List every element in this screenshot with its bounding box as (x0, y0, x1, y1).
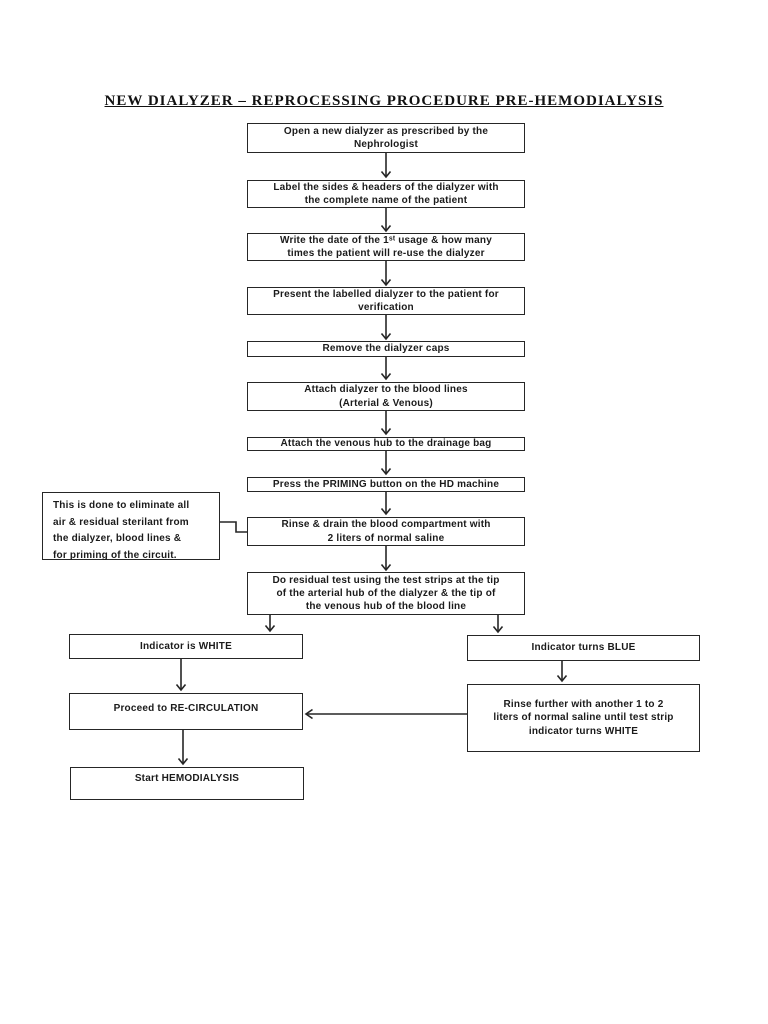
step-label: Write the date of the 1ˢᵗ usage & how ma… (280, 234, 492, 259)
step-indicator-blue: Indicator turns BLUE (467, 635, 700, 661)
step-open-dialyzer: Open a new dialyzer as prescribed by the… (247, 123, 525, 153)
step-label: Present the labelled dialyzer to the pat… (273, 288, 499, 313)
step-label: Press the PRIMING button on the HD machi… (272, 478, 500, 490)
arrowhead-down (380, 332, 392, 341)
note-text: This is done to eliminate all air & resi… (53, 500, 190, 561)
arrowhead-down (380, 278, 392, 287)
step-press-priming: Press the PRIMING button on the HD machi… (247, 477, 525, 492)
step-label: Remove the dialyzer caps (322, 343, 450, 355)
page-title: NEW DIALYZER – REPROCESSING PROCEDURE PR… (104, 93, 664, 109)
arrowhead-down (264, 624, 276, 633)
arrowhead-left (304, 708, 313, 720)
step-rinse-drain: Rinse & drain the blood compartment with… (247, 517, 525, 546)
arrowhead-down (380, 224, 392, 233)
step-label: Attach the venous hub to the drainage ba… (280, 438, 492, 450)
step-attach-blood-lines: Attach dialyzer to the blood lines (Arte… (247, 382, 525, 411)
step-label: Proceed to RE-CIRCULATION (113, 703, 259, 715)
step-remove-caps: Remove the dialyzer caps (247, 341, 525, 357)
step-rinse-further: Rinse further with another 1 to 2 liters… (467, 684, 700, 752)
step-label: Open a new dialyzer as prescribed by the… (283, 125, 489, 150)
arrowhead-down (492, 625, 504, 634)
arrowhead-down (556, 674, 568, 683)
step-label: Rinse further with another 1 to 2 liters… (493, 699, 674, 737)
note-priming-explanation: This is done to eliminate all air & resi… (42, 492, 220, 561)
arrowhead-down (380, 467, 392, 476)
step-label: Start HEMODIALYSIS (134, 773, 240, 785)
step-label: Do residual test using the test strips a… (272, 574, 500, 613)
arrowhead-down (380, 372, 392, 381)
step-label: Attach dialyzer to the blood lines (Arte… (304, 384, 468, 409)
arrowhead-down (380, 170, 392, 179)
note-connector (220, 521, 247, 533)
step-label-dialyzer: Label the sides & headers of the dialyze… (247, 180, 525, 208)
arrowhead-down (380, 563, 392, 572)
step-label: Indicator is WHITE (140, 640, 232, 652)
step-write-date: Write the date of the 1ˢᵗ usage & how ma… (247, 233, 525, 261)
step-residual-test: Do residual test using the test strips a… (247, 572, 525, 615)
arrowhead-down (175, 683, 187, 692)
step-start-hemodialysis: Start HEMODIALYSIS (70, 767, 304, 800)
step-label: Label the sides & headers of the dialyze… (273, 181, 499, 206)
step-attach-venous-hub: Attach the venous hub to the drainage ba… (247, 437, 525, 451)
arrowhead-down (380, 507, 392, 516)
arrowhead-down (177, 757, 189, 766)
step-label: Indicator turns BLUE (531, 642, 636, 654)
step-label: Rinse & drain the blood compartment with… (281, 519, 491, 544)
arrowhead-down (380, 427, 392, 436)
step-indicator-white: Indicator is WHITE (69, 634, 303, 659)
step-proceed-recirculation: Proceed to RE-CIRCULATION (69, 693, 303, 730)
step-present-dialyzer: Present the labelled dialyzer to the pat… (247, 287, 525, 315)
